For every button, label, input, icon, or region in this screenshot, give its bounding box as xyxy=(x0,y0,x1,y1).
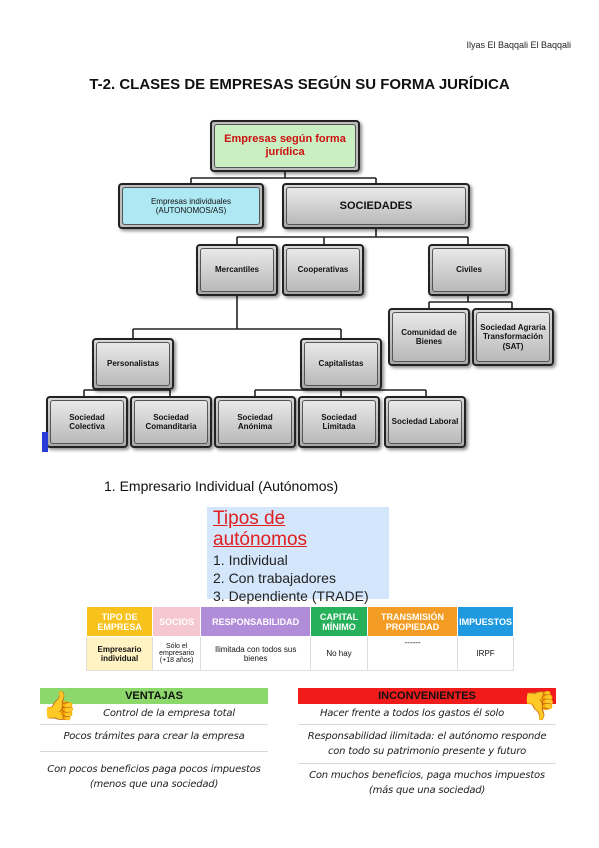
thumbs-down-icon: 👎 xyxy=(522,690,557,721)
inconvenientes-list: Hacer frente a todos los gastos él solo … xyxy=(298,706,556,802)
tipos-item: 3. Dependiente (TRADE) xyxy=(213,588,369,605)
tipos-heading: Tipos de autónomos xyxy=(213,508,308,550)
decorative-mark xyxy=(42,432,48,452)
node-sociedades: SOCIEDADES xyxy=(282,183,470,229)
list-item: Pocos trámites para crear la empresa xyxy=(63,731,245,742)
node-sociedad-limitada: Sociedad Limitada xyxy=(298,396,380,448)
node-civiles: Civiles xyxy=(428,244,510,296)
list-item: Con muchos beneficios, paga muchos impue… xyxy=(309,770,545,796)
node-capitalistas: Capitalistas xyxy=(300,338,382,390)
header-impuestos: IMPUESTOS xyxy=(457,606,514,637)
node-cooperativas: Cooperativas xyxy=(282,244,364,296)
node-personalistas: Personalistas xyxy=(92,338,174,390)
cell-tipo: Empresario individual xyxy=(85,636,154,671)
header-transmision-propiedad: TRANSMISIÓN PROPIEDAD xyxy=(366,606,459,637)
org-chart-lines xyxy=(83,172,513,396)
node-sociedad-colectiva: Sociedad Colectiva xyxy=(46,396,128,448)
cell-impuestos: IRPF xyxy=(457,636,514,671)
node-sociedad-comanditaria: Sociedad Comanditaria xyxy=(130,396,212,448)
cell-transmision: ------ xyxy=(366,636,459,671)
header-responsabilidad: RESPONSABILIDAD xyxy=(200,606,312,637)
list-item: Con pocos beneficios paga pocos impuesto… xyxy=(47,764,261,790)
header-capital-minimo: CAPITAL MÍNIMO xyxy=(310,606,368,637)
cell-socios: Sólo el empresario (+18 años) xyxy=(152,636,202,671)
cell-responsabilidad: Ilimitada con todos sus bienes xyxy=(200,636,312,671)
node-sociedad-anonima: Sociedad Anónima xyxy=(214,396,296,448)
cell-capital: No hay xyxy=(310,636,368,671)
tipos-item: 1. Individual xyxy=(213,551,288,568)
list-item: Hacer frente a todos los gastos él solo xyxy=(319,708,505,719)
node-sociedad-laboral: Sociedad Laboral xyxy=(384,396,466,448)
header-socios: SOCIOS xyxy=(152,606,202,637)
page-title: T-2. CLASES DE EMPRESAS SEGÚN SU FORMA J… xyxy=(89,76,510,93)
node-mercantiles: Mercantiles xyxy=(196,244,278,296)
summary-table: TIPO DE EMPRESA SOCIOS RESPONSABILIDAD C… xyxy=(85,606,514,671)
node-empresas-individuales: Empresas individuales (AUTONOMOS/AS) xyxy=(118,183,264,229)
section-title: 1. Empresario Individual (Autónomos) xyxy=(104,478,339,494)
ventajas-heading: VENTAJAS xyxy=(40,688,268,704)
node-sat: Sociedad Agraria Transformación (SAT) xyxy=(472,308,554,366)
ventajas-list: Control de la empresa total Pocos trámit… xyxy=(40,706,268,792)
list-item: Responsabilidad ilimitada: el autónomo r… xyxy=(307,731,547,757)
node-empresas-forma-juridica: Empresas según forma jurídica xyxy=(210,120,360,172)
header-tipo-empresa: TIPO DE EMPRESA xyxy=(85,606,154,637)
tipos-item: 2. Con trabajadores xyxy=(213,569,336,586)
list-item: Control de la empresa total xyxy=(103,708,235,719)
inconvenientes-heading: INCONVENIENTES xyxy=(298,688,556,704)
table-row: Empresario individual Sólo el empresario… xyxy=(85,636,514,671)
thumbs-up-icon: 👍 xyxy=(42,690,77,721)
node-comunidad-bienes: Comunidad de Bienes xyxy=(388,308,470,366)
author-name: Ilyas El Baqqali El Baqqali xyxy=(466,40,571,50)
tipos-autonomos-box: Tipos de autónomos 1. Individual 2. Con … xyxy=(207,507,389,604)
